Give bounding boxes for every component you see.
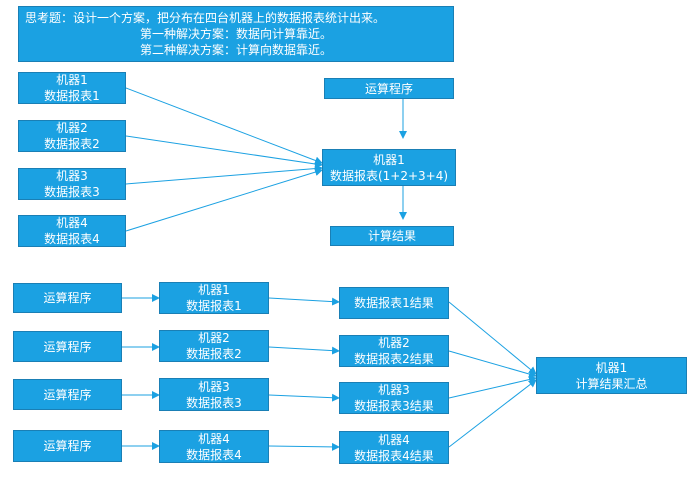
program-label: 运算程序 <box>43 339 92 354</box>
result-label: 数据报表1结果 <box>354 296 434 310</box>
machine-label: 机器3 <box>378 383 410 397</box>
machine-label: 机器1 <box>198 283 230 297</box>
table-label: 数据报表3 <box>44 185 100 199</box>
d1-source-machine-1: 机器1 数据报表1 <box>18 72 126 104</box>
machine-label: 机器2 <box>378 336 410 350</box>
d2-machine-2: 机器2 数据报表2 <box>159 330 269 362</box>
d2-machine-3: 机器3 数据报表3 <box>159 378 269 411</box>
table-label: 数据报表1 <box>186 299 242 313</box>
problem-title: 思考题：设计一个方案，把分布在四台机器上的数据报表统计出来。 <box>25 11 386 25</box>
d2-result-1: 数据报表1结果 <box>339 287 449 319</box>
machine-label: 机器1 <box>595 360 628 375</box>
table-label: 数据报表4 <box>186 447 242 462</box>
machine-label: 机器3 <box>198 379 230 394</box>
d2-result-2: 机器2 数据报表2结果 <box>339 335 449 367</box>
edge-src2-to-target <box>125 135 323 168</box>
program-label: 运算程序 <box>364 81 413 96</box>
edge-src3-to-target <box>125 164 323 185</box>
edge-m2-to-r2 <box>268 346 340 355</box>
machine-label: 机器3 <box>56 169 88 183</box>
d2-machine-1: 机器1 数据报表1 <box>159 282 269 314</box>
result-label: 计算结果 <box>367 229 416 243</box>
solution-2-text: 第二种解决方案：计算向数据靠近。 <box>139 43 332 57</box>
problem-statement: 思考题：设计一个方案，把分布在四台机器上的数据报表统计出来。 第一种解决方案：数… <box>18 6 454 62</box>
d1-source-machine-2: 机器2 数据报表2 <box>18 120 126 152</box>
d1-result: 计算结果 <box>330 226 454 246</box>
program-label: 运算程序 <box>43 291 92 305</box>
d2-result-3: 机器3 数据报表3结果 <box>339 382 449 414</box>
d2-program-2: 运算程序 <box>13 331 122 362</box>
machine-label: 机器1 <box>56 73 88 87</box>
d2-summary: 机器1 计算结果汇总 <box>536 357 687 394</box>
table-label: 数据报表1 <box>44 89 100 103</box>
summary-label: 计算结果汇总 <box>575 376 648 391</box>
machine-label: 机器2 <box>56 121 88 135</box>
result-label: 数据报表2结果 <box>354 352 434 366</box>
d1-source-machine-4: 机器4 数据报表4 <box>18 215 126 247</box>
d2-result-4: 机器4 数据报表4结果 <box>339 431 449 464</box>
edge-r3-to-summary <box>448 375 537 399</box>
d2-program-4: 运算程序 <box>13 430 122 462</box>
table-label: 数据报表(1+2+3+4) <box>329 168 449 183</box>
d1-target-machine: 机器1 数据报表(1+2+3+4) <box>322 149 456 186</box>
table-label: 数据报表2 <box>44 137 100 151</box>
edge-m3-to-r3 <box>268 393 340 402</box>
result-label: 数据报表4结果 <box>354 448 434 463</box>
d2-program-3: 运算程序 <box>13 379 122 410</box>
d2-machine-4: 机器4 数据报表4 <box>159 430 269 463</box>
d1-source-machine-3: 机器3 数据报表3 <box>18 168 126 200</box>
d2-program-1: 运算程序 <box>13 283 122 313</box>
machine-label: 机器4 <box>198 431 230 446</box>
edge-r2-to-summary <box>448 350 537 378</box>
edge-r4-to-summary <box>448 379 537 448</box>
machine-label: 机器2 <box>198 331 230 345</box>
d1-program: 运算程序 <box>324 78 454 99</box>
result-label: 数据报表3结果 <box>354 399 434 413</box>
edge-r1-to-summary <box>448 301 537 375</box>
table-label: 数据报表4 <box>44 232 100 246</box>
edge-m4-to-r4 <box>268 442 340 451</box>
machine-label: 机器4 <box>378 432 410 447</box>
edge-src4-to-target <box>125 168 323 232</box>
machine-label: 机器4 <box>56 216 88 230</box>
program-label: 运算程序 <box>43 387 92 402</box>
program-label: 运算程序 <box>43 439 92 453</box>
edge-m1-to-r1 <box>268 297 340 306</box>
machine-label: 机器1 <box>373 152 405 167</box>
table-label: 数据报表2 <box>186 347 242 361</box>
edge-src1-to-target <box>125 87 323 165</box>
table-label: 数据报表3 <box>186 395 242 410</box>
solution-1-text: 第一种解决方案：数据向计算靠近。 <box>139 27 332 41</box>
